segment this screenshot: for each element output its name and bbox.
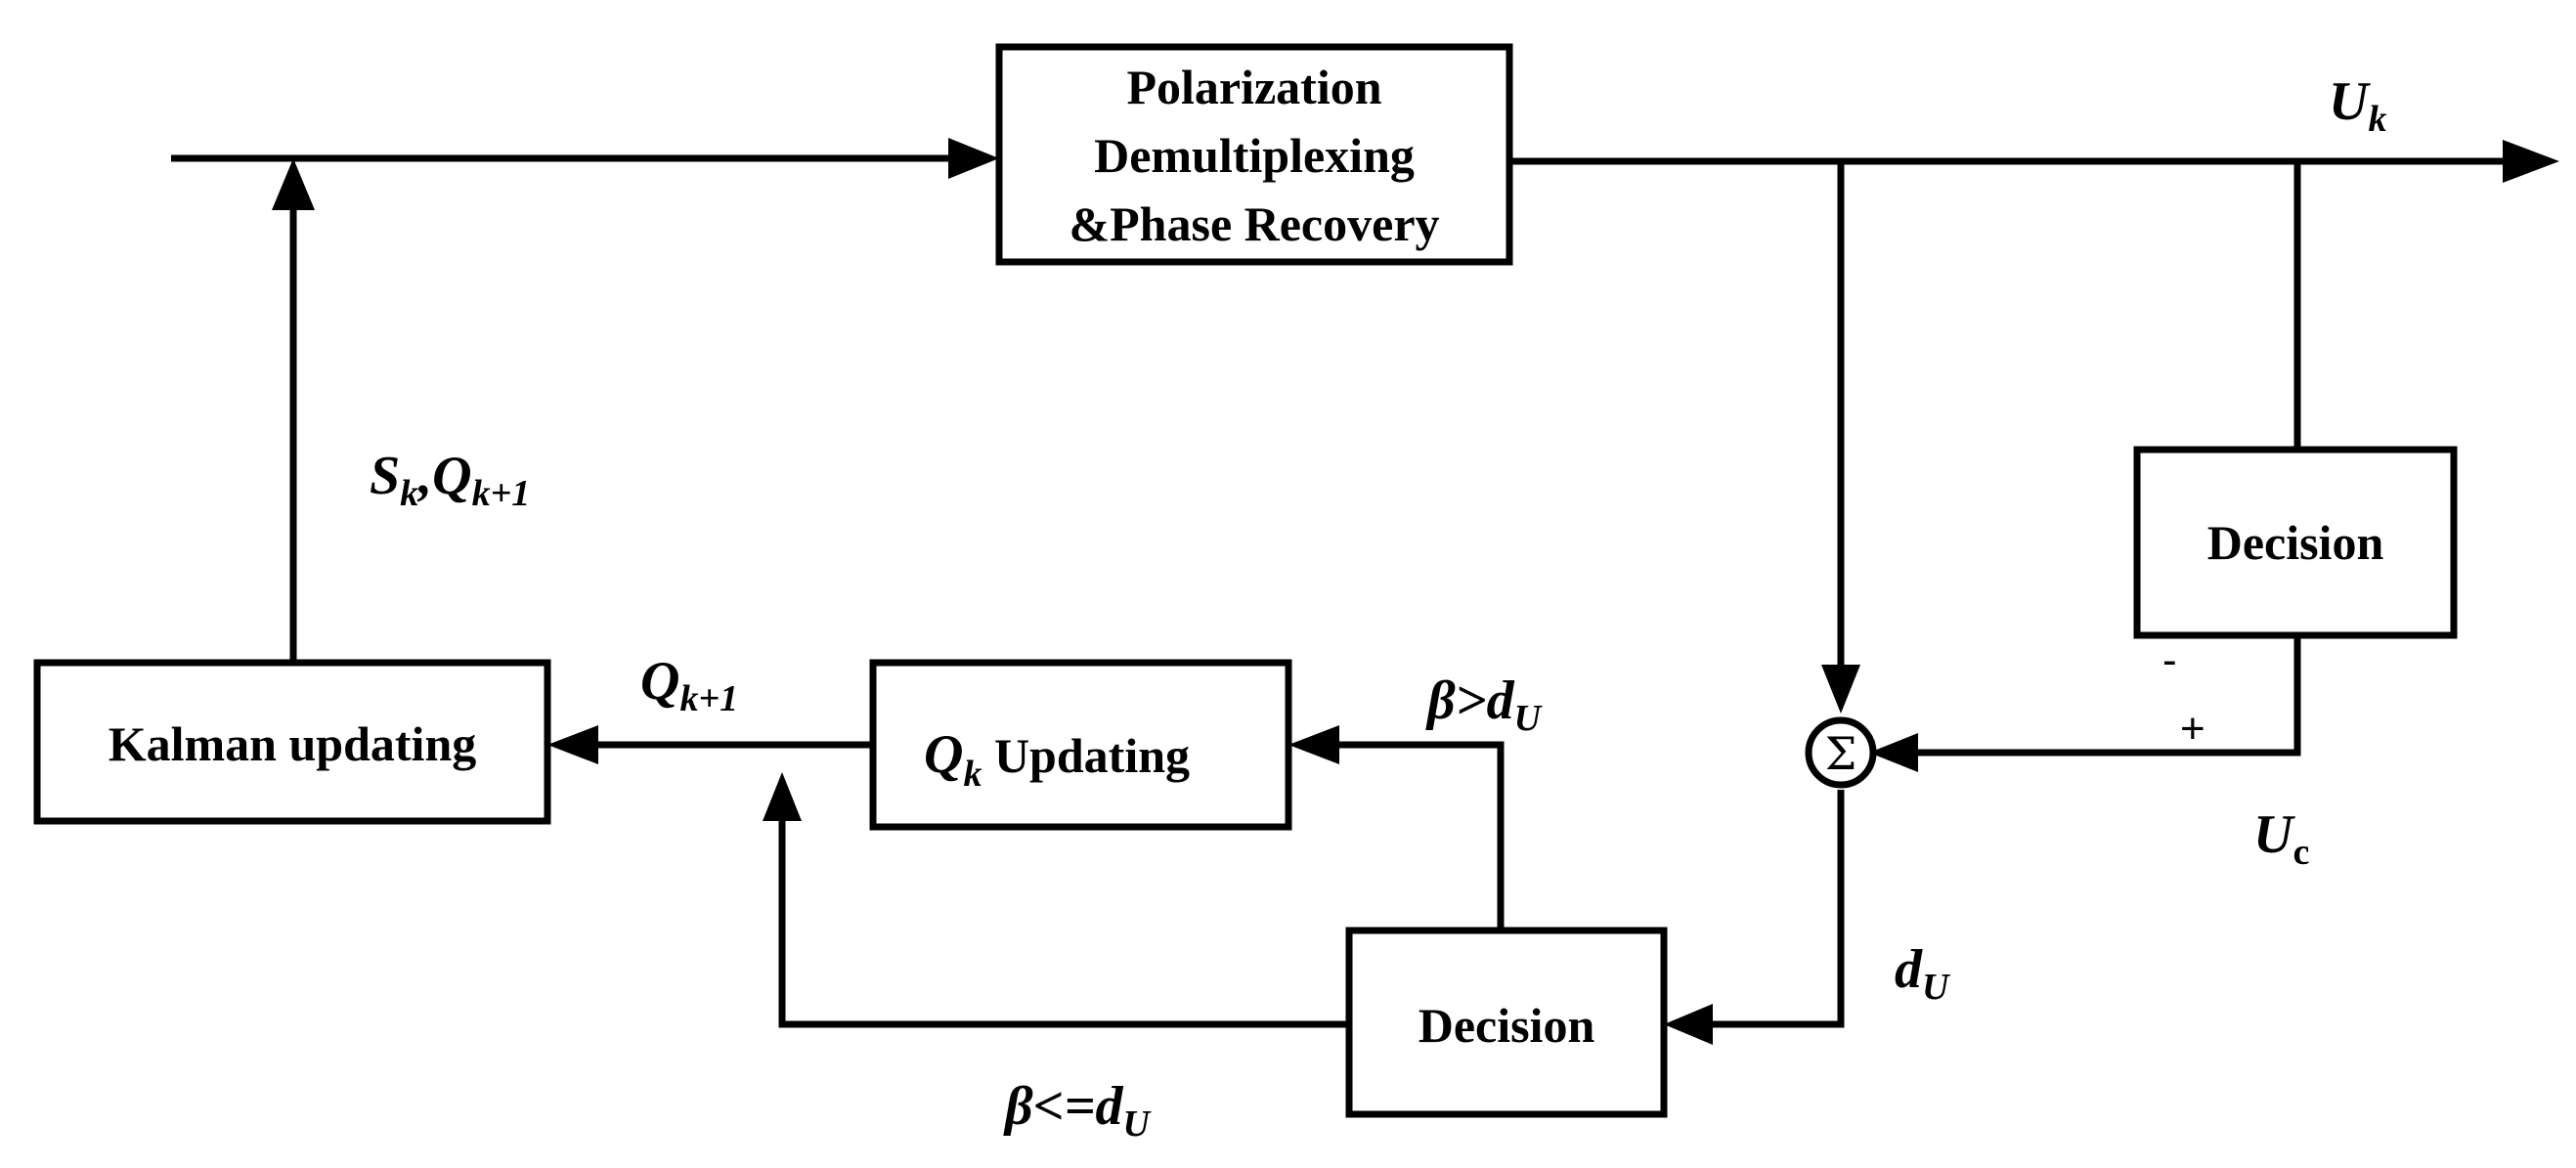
kalman-label: Kalman updating (109, 716, 477, 771)
decision-top-label: Decision (2207, 515, 2384, 570)
arrow-into-summer-top (1821, 665, 1860, 714)
arrow-kalman-feedback (272, 158, 315, 210)
arrow-into-kalman (547, 725, 598, 764)
label-beta-gt-du: β>dU (1425, 671, 1544, 739)
pol-demux-line-1: Polarization (1126, 60, 1381, 114)
label-uk: Uk (2329, 71, 2386, 140)
arrow-into-decision-bottom (1664, 1004, 1713, 1045)
kalman-block: Kalman updating (33, 659, 551, 825)
arrow-into-q-updating (1288, 725, 1339, 764)
label-minus-sign: - (2162, 636, 2177, 684)
summer-node: Σ (1805, 716, 1877, 789)
label-plus-sign: + (2180, 705, 2205, 753)
label-sk-qk1: Sk,Qk+1 (370, 446, 530, 514)
pol-demux-line-3: &Phase Recovery (1069, 196, 1439, 251)
pol-demux-line-2: Demultiplexing (1094, 128, 1415, 183)
summer-sigma: Σ (1825, 727, 1857, 780)
arrow-into-pol-demux (948, 138, 999, 179)
decision-top-block: Decision (2133, 446, 2458, 639)
q-updating-block: Qk Updating (869, 659, 1292, 831)
wire-decision-top-to-summer (1918, 635, 2301, 757)
arrow-output-uk (2503, 140, 2559, 183)
label-uc: Uc (2253, 804, 2309, 873)
q-updating-label: Qk Updating (924, 724, 1190, 795)
arrow-bypass-up (763, 772, 802, 821)
label-du: dU (1895, 939, 1951, 1008)
decision-bottom-block: Decision (1345, 927, 1668, 1118)
wire-summer-to-decision-bottom (1713, 790, 1845, 1028)
pol-demux-block: Polarization Demultiplexing &Phase Recov… (995, 43, 1513, 266)
label-beta-le-du: β<=dU (1003, 1076, 1153, 1145)
arrow-into-summer-right (1869, 733, 1918, 772)
wire-decision-bypass (778, 811, 1349, 1028)
label-q-k1: Qk+1 (640, 651, 738, 719)
decision-bottom-label: Decision (1419, 998, 1595, 1053)
wire-decision-to-q-updating (1339, 741, 1505, 930)
